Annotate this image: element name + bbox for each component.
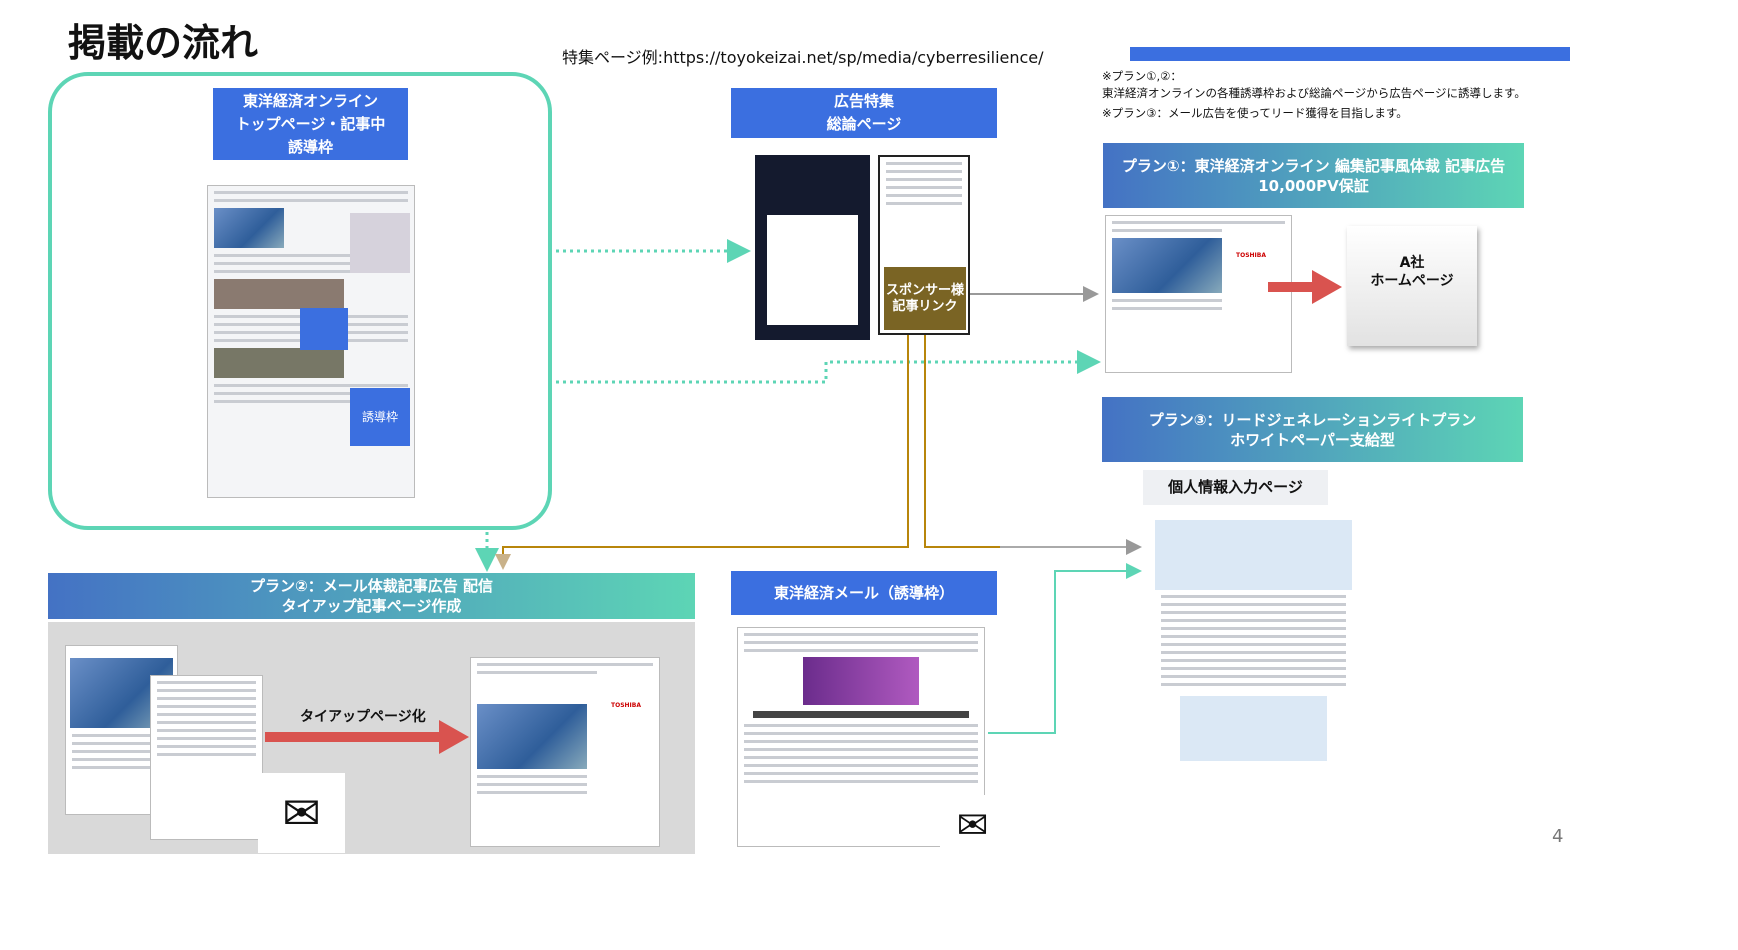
page-title: 掲載の流れ — [68, 21, 259, 65]
brand-label: TOSHIBA — [611, 702, 641, 709]
label-line: ホームページ — [1370, 273, 1454, 289]
label-line: トップページ・記事中 — [235, 114, 386, 133]
label-line: タイアップ記事ページ作成 — [281, 597, 462, 615]
label-line: 東洋経済オンライン — [242, 91, 378, 110]
label-line: A社 — [1399, 255, 1425, 271]
sponsor-article-link: スポンサー様 記事リンク — [884, 267, 966, 330]
header-bar — [1130, 47, 1570, 61]
plan2-header: プラン②：メール体裁記事広告 配信 タイアップ記事ページ作成 — [48, 573, 695, 619]
red-arrow-icon — [265, 720, 469, 754]
overview-page-screenshot — [755, 155, 870, 340]
label-line: プラン③：リードジェネレーションライトプラン — [1148, 410, 1477, 429]
label-line: 総論ページ — [826, 115, 902, 133]
label-line: スポンサー様 — [885, 282, 964, 298]
label-line: ホワイトペーパー支給型 — [1230, 430, 1395, 449]
brand-label: TOSHIBA — [1236, 252, 1266, 259]
tieup-page-screenshot: TOSHIBA — [470, 657, 660, 847]
inner-block — [300, 308, 348, 350]
tieup-label: タイアップページ化 — [300, 709, 426, 725]
envelope-icon: ✉ — [940, 795, 1005, 855]
note-2: 東洋経済オンラインの各種誘導枠および総論ページから広告ページに誘導します。 — [1102, 86, 1526, 100]
personal-info-form-screenshot — [1155, 508, 1352, 805]
label-line: 誘導枠 — [287, 137, 333, 156]
envelope-icon: ✉ — [258, 773, 345, 853]
feature-url: 特集ページ例:https://toyokeizai.net/sp/media/c… — [562, 48, 1044, 67]
mail-article-screenshot-2 — [150, 675, 263, 840]
toyo-mail-label: 東洋経済メール（誘導枠） — [731, 571, 997, 615]
label-line: 記事リンク — [892, 298, 958, 314]
company-homepage: A社 ホームページ — [1347, 226, 1477, 346]
label-line: プラン②：メール体裁記事広告 配信 — [250, 577, 493, 595]
inner-block — [350, 213, 410, 273]
notes: ※プラン①,②： 東洋経済オンラインの各種誘導枠および総論ページから広告ページに… — [1102, 68, 1526, 122]
plan3-header: プラン③：リードジェネレーションライトプラン ホワイトペーパー支給型 — [1102, 397, 1523, 462]
plan1-header: プラン①：東洋経済オンライン 編集記事風体裁 記事広告 10,000PV保証 — [1103, 143, 1524, 208]
guide-slot-block: 誘導枠 — [350, 388, 410, 446]
label-line: 広告特集 — [833, 92, 894, 110]
label-line: 10,000PV保証 — [1258, 176, 1369, 195]
personal-info-label: 個人情報入力ページ — [1143, 470, 1328, 505]
toyo-online-label: 東洋経済オンライン トップページ・記事中 誘導枠 — [213, 88, 408, 160]
label-line: プラン①：東洋経済オンライン 編集記事風体裁 記事広告 — [1121, 156, 1506, 175]
note-1: ※プラン①,②： — [1102, 69, 1182, 83]
plan1-article-screenshot: TOSHIBA — [1105, 215, 1292, 373]
feature-overview-label: 広告特集 総論ページ — [731, 88, 997, 138]
page-number: 4 — [1552, 826, 1564, 847]
note-3: ※プラン③：メール広告を使ってリード獲得を目指します。 — [1102, 106, 1408, 120]
red-arrow-icon — [1268, 270, 1342, 304]
toyo-online-group — [48, 72, 552, 530]
